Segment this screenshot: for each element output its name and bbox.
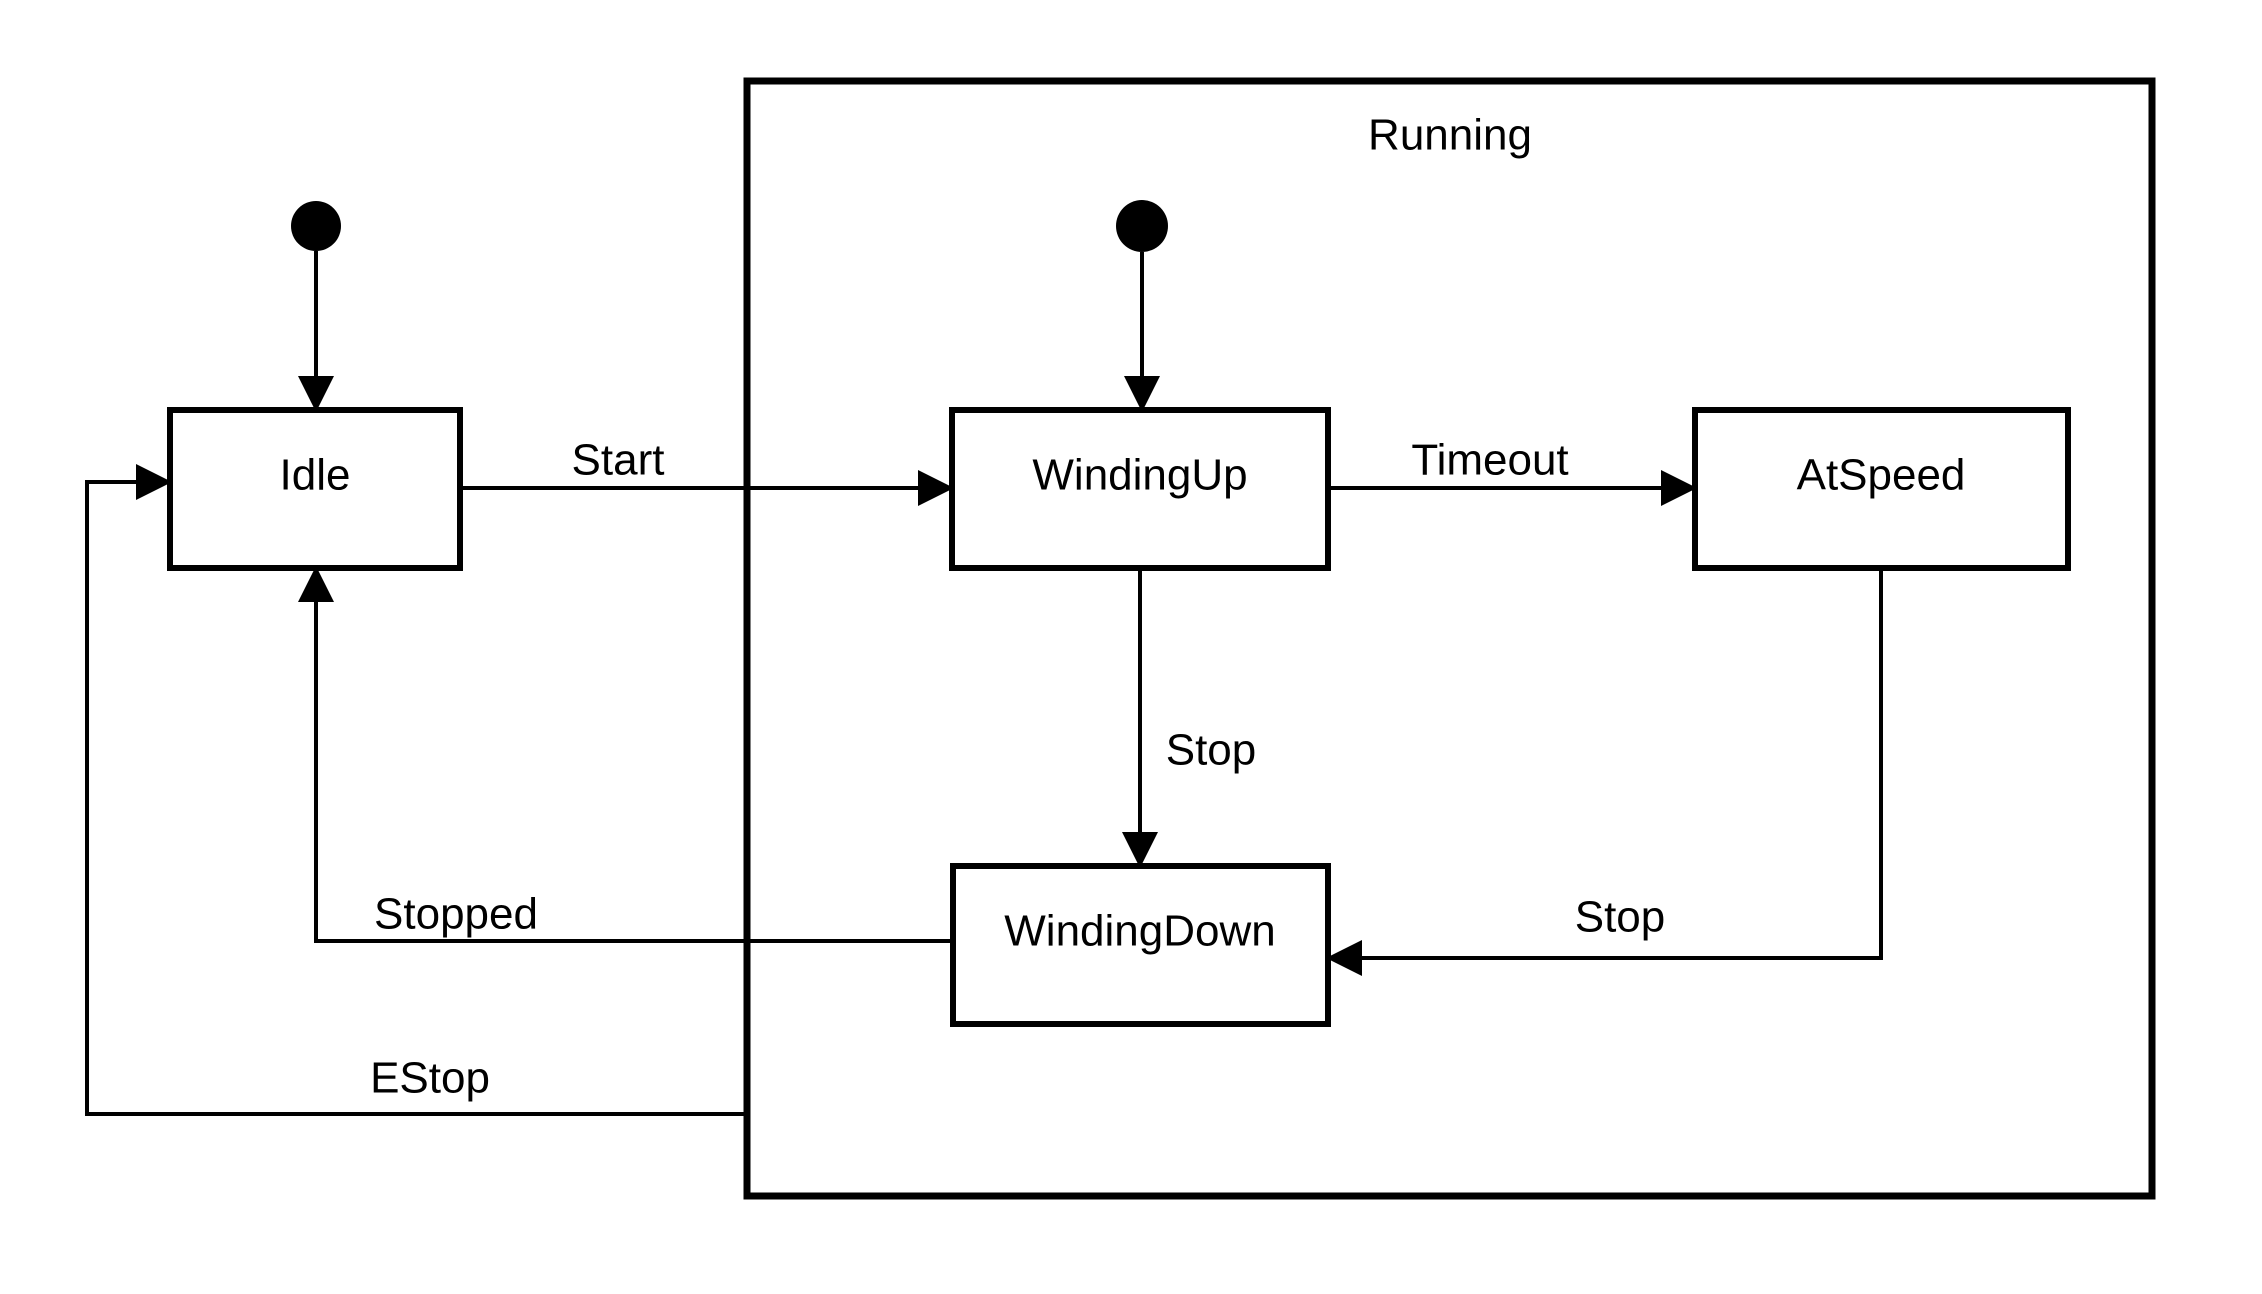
state-windingdown-label: WindingDown <box>1004 907 1275 956</box>
state-atspeed-label: AtSpeed <box>1797 451 1966 500</box>
state-windingup-label: WindingUp <box>1032 451 1247 500</box>
state-atspeed[interactable]: AtSpeed <box>1692 407 2071 571</box>
region-running-label: Running <box>1368 111 1532 160</box>
transition-label-stop-windingup: Stop <box>1166 726 1257 775</box>
transition-label-timeout: Timeout <box>1411 436 1568 485</box>
state-windingdown[interactable]: WindingDown <box>950 863 1331 1027</box>
transition-atspeed-to-windingdown-line <box>1346 568 1883 960</box>
state-idle-box <box>167 407 463 571</box>
arrow-head-icon <box>918 470 954 506</box>
transition-label-stop-atspeed: Stop <box>1575 893 1666 942</box>
arrow-head-icon <box>298 566 334 602</box>
transition-label-start: Start <box>572 436 665 485</box>
transition-atspeed-to-windingdown[interactable]: Stop <box>1326 568 1883 976</box>
state-windingdown-box <box>950 863 1331 1027</box>
state-idle-label: Idle <box>280 451 351 500</box>
state-atspeed-box <box>1692 407 2071 571</box>
transition-label-stopped: Stopped <box>374 890 538 939</box>
region-running-border <box>743 77 2156 1200</box>
transition-label-estop: EStop <box>370 1054 490 1103</box>
transition-running-to-idle[interactable]: EStop <box>85 464 747 1116</box>
transition-windingup-to-windingdown[interactable]: Stop <box>1122 568 1256 868</box>
arrow-head-icon <box>298 376 334 412</box>
transition-running-to-idle-line <box>85 480 747 1116</box>
transition-idle-to-windingup[interactable]: Start <box>460 436 954 506</box>
initial-state-node-idle[interactable] <box>291 201 341 251</box>
arrow-head-icon <box>1661 470 1697 506</box>
transition-initial-to-windingup[interactable] <box>1124 252 1160 412</box>
state-windingup-box <box>949 407 1331 571</box>
transition-windingdown-to-idle[interactable]: Stopped <box>298 566 953 943</box>
arrow-head-icon <box>1326 940 1362 976</box>
state-windingup[interactable]: WindingUp <box>949 407 1331 571</box>
state-idle[interactable]: Idle <box>167 407 463 571</box>
arrow-head-icon <box>1122 832 1158 868</box>
initial-state-node-windingup[interactable] <box>1116 200 1168 252</box>
transition-initial-to-idle[interactable] <box>298 251 334 412</box>
region-running[interactable]: Running <box>743 77 2156 1200</box>
transition-windingup-to-atspeed[interactable]: Timeout <box>1328 436 1697 506</box>
arrow-head-icon <box>136 464 172 500</box>
transition-windingdown-to-idle-line <box>314 598 953 943</box>
arrow-head-icon <box>1124 376 1160 412</box>
